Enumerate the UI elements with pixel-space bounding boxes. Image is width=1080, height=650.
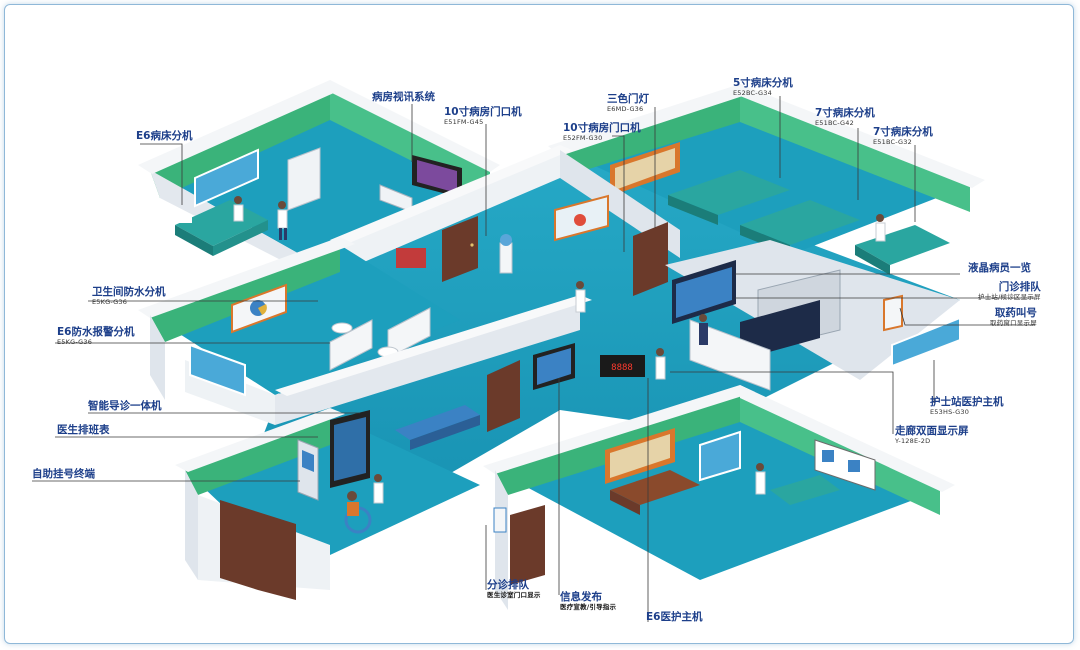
corridor-door (487, 360, 520, 432)
label-tricolor-light: 三色门灯 E6MD-G36 (607, 93, 649, 113)
notice-board (605, 428, 675, 484)
label-e6-waterproof-alarm: E6防水报警分机 E5KG-G36 (57, 326, 135, 346)
nurse-figure-icon (575, 281, 586, 313)
ward-room-topright (548, 84, 985, 275)
label-nurse-host: 护士站医护主机 E53HS-G30 (930, 396, 1004, 416)
label-triage-queue: 分诊排队 医生诊室门口显示 (487, 579, 541, 599)
poster-chart (231, 283, 287, 334)
label-self-register: 自助挂号终端 (32, 468, 95, 480)
door-display-icon (493, 507, 507, 533)
consult-room (483, 385, 955, 610)
doctor-figure-icon (875, 214, 886, 242)
label-bed-5: 5寸病床分机 E52BC-G34 (733, 77, 793, 97)
label-doctor-schedule: 医生排班表 (57, 424, 110, 436)
water-dispenser (499, 234, 513, 274)
label-outpatient-queue: 门诊排队 护士站/候诊区显示屏 (978, 281, 1041, 301)
nurse-figure-icon (373, 474, 384, 504)
partition-walls (329, 307, 431, 371)
patient-bed-icon (855, 225, 950, 275)
doctor-figure-icon (699, 314, 708, 345)
label-info-release: 信息发布 医疗宣教/引导指示 (560, 591, 617, 611)
label-corridor-display: 走廊双面显示屏 Y-128E-2D (895, 425, 969, 445)
nurse-figure-icon (233, 196, 244, 222)
exam-bed (770, 475, 840, 505)
label-bed-e6: E6病床分机 (136, 130, 193, 142)
guide-screen (330, 410, 370, 488)
waiting-chairs (395, 405, 480, 450)
ward-door-left (442, 216, 478, 282)
label-bed-7-a: 7寸病床分机 E51BC-G42 (815, 107, 875, 127)
signboard (554, 194, 609, 242)
leader-lines (32, 96, 1035, 622)
label-door-10-b: 10寸病房门口机 E52FM-G30 (563, 122, 641, 142)
ward-room-topleft (138, 80, 500, 275)
wheelchair-icon (344, 491, 372, 534)
patient-bed-icon (175, 200, 268, 256)
label-bed-7-b: 7寸病床分机 E51BC-G32 (873, 126, 933, 146)
toilet-icon (331, 322, 353, 334)
registration-area (175, 405, 480, 600)
bathroom-room (138, 237, 460, 400)
xray-board (814, 439, 876, 491)
svg-text:8888: 8888 (611, 363, 633, 373)
doctor-figure-icon (277, 201, 288, 240)
ward-door-right (633, 222, 668, 296)
doctor-desk (610, 470, 700, 515)
pharmacy-area (665, 240, 961, 391)
led-display-icon (740, 300, 820, 360)
doctor-figure-icon (655, 348, 666, 380)
label-pharmacy-call: 取药叫号 取药窗口显示屏 (990, 307, 1037, 327)
notice-board (610, 142, 680, 196)
kiosk-icon (297, 439, 319, 501)
label-ward-audiovisual: 病房视讯系统 (372, 91, 435, 103)
consult-window (699, 430, 741, 482)
label-smart-guide: 智能导诊一体机 (88, 400, 162, 412)
fire-cabinet (396, 248, 426, 268)
doctor-figure-icon (755, 463, 766, 495)
label-lcd-patients: 液晶病员一览 (968, 262, 1031, 274)
label-door-10-a: 10寸病房门口机 E51FM-G45 (444, 106, 522, 126)
double-door (220, 500, 296, 600)
info-screen-corridor (533, 343, 575, 390)
ward-tv-screen (412, 155, 462, 198)
label-e6-host: E6医护主机 (646, 611, 703, 623)
patient-bed-icon (668, 170, 790, 225)
label-bathroom-waterproof: 卫生间防水分机 E5KG-G36 (92, 286, 166, 306)
corridor-led-display: 8888 (600, 355, 645, 377)
consult-door (510, 505, 545, 585)
waiting-wall (185, 295, 592, 425)
